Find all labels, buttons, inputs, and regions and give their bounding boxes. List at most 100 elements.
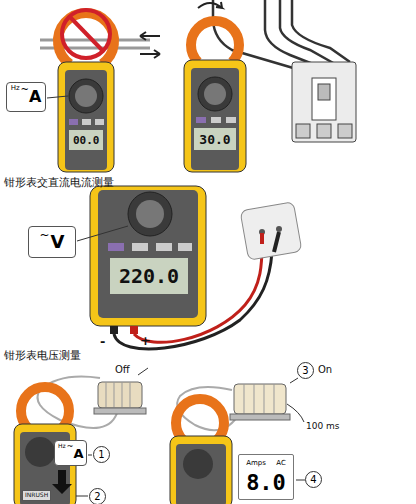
red-test-lead <box>134 244 262 342</box>
meter-body <box>90 186 206 326</box>
wire <box>292 0 350 62</box>
breaker-box <box>292 62 356 142</box>
annotation-label: 100 ms <box>306 422 340 432</box>
node-text: ~ <box>40 229 50 241</box>
node-text: Hz <box>58 443 66 449</box>
node-text: ~ <box>67 443 74 451</box>
leader-line <box>290 378 298 383</box>
clamp-meter-4 <box>14 368 148 504</box>
com-jack <box>110 326 118 334</box>
outlet-hole <box>276 226 282 232</box>
leader-line <box>138 368 148 375</box>
terminal <box>317 124 331 138</box>
dial <box>183 449 213 479</box>
annotation-label: - <box>100 335 105 349</box>
caption-text: 钳形表电压测量 <box>4 350 81 362</box>
press-arrow <box>52 470 72 494</box>
button <box>69 119 78 125</box>
leader-line <box>287 404 304 422</box>
dial <box>69 79 103 113</box>
button <box>82 119 91 125</box>
dial-knob <box>136 200 164 228</box>
clamp-meter-2 <box>184 0 356 172</box>
v-jack <box>130 326 138 334</box>
power-outlet <box>240 202 302 261</box>
breaker-lever <box>318 84 330 100</box>
node-text: ~ <box>21 85 29 95</box>
node-text: 00.0 <box>73 135 100 146</box>
meter-body <box>184 60 246 172</box>
annotation-label: On <box>318 364 332 375</box>
button <box>156 243 172 251</box>
dial <box>25 437 55 467</box>
node-text: 2 <box>94 492 100 502</box>
node-text: 3 <box>302 366 308 376</box>
button <box>226 117 236 123</box>
leader-line <box>88 455 92 456</box>
clamp-meter-1 <box>40 10 160 172</box>
node-text: Hz <box>11 85 20 92</box>
annotation-label: + <box>140 334 151 348</box>
coil-stripe <box>106 382 107 408</box>
dial <box>198 77 232 111</box>
node-text: Amps <box>246 460 270 467</box>
node-text: 4 <box>310 475 316 485</box>
motor-coil <box>98 382 142 408</box>
leader-line <box>296 480 305 481</box>
motor-coil <box>234 384 286 414</box>
display-screen <box>194 128 236 150</box>
prohibition-sign <box>62 10 110 58</box>
callout-number: 4 <box>305 471 322 488</box>
button-label: INRUSH <box>22 490 51 501</box>
node-text: 30.0 <box>199 133 230 146</box>
button <box>178 243 192 251</box>
terminal <box>338 124 352 138</box>
meter-body <box>170 436 232 504</box>
clamp-meter-3 <box>77 186 302 349</box>
display-screen <box>110 258 188 294</box>
red-probe <box>260 233 264 244</box>
coil-stripe <box>264 384 265 414</box>
arrow <box>140 32 160 40</box>
caption-text: 钳形表交直流电流测量 <box>4 177 114 189</box>
node-text: V <box>51 233 65 251</box>
meter-face <box>98 190 198 318</box>
prohibition-sign <box>70 17 103 51</box>
coil-stripe <box>244 384 245 414</box>
meter-face <box>65 70 107 170</box>
node-text: 1 <box>98 450 104 460</box>
function-label-box: Hz~A <box>6 82 46 112</box>
coil-stripe <box>274 384 275 414</box>
coil-stripe <box>254 384 255 414</box>
node-text: 8.0 <box>246 472 286 494</box>
callout-number: 1 <box>93 446 110 463</box>
leader-line <box>47 96 68 98</box>
button <box>211 117 221 123</box>
coil-stripe <box>114 382 115 408</box>
button <box>196 117 206 123</box>
button <box>108 243 124 251</box>
dial <box>128 192 172 236</box>
clamp-jaw <box>21 387 69 428</box>
clamp-meter-5 <box>170 378 305 504</box>
meter-body <box>58 62 114 172</box>
terminal <box>296 124 310 138</box>
clamp-jaw <box>176 399 224 440</box>
coil-base <box>230 414 290 420</box>
wire <box>280 0 335 64</box>
display-screen <box>69 130 103 150</box>
meter-face <box>176 444 226 504</box>
current-arrow <box>198 2 222 8</box>
button <box>132 243 148 251</box>
dial-knob <box>75 85 97 107</box>
display-screen: 220.0 <box>112 260 186 292</box>
coil-stripe <box>122 382 123 408</box>
display-screen: 00.0 <box>70 131 103 149</box>
node-text: A <box>29 89 41 105</box>
leader-line <box>77 226 128 241</box>
breaker-switch <box>312 78 336 120</box>
black-probe <box>274 232 279 252</box>
display-screen: AmpsAC8.0 <box>238 454 294 500</box>
function-label-box: ~V <box>28 226 76 258</box>
